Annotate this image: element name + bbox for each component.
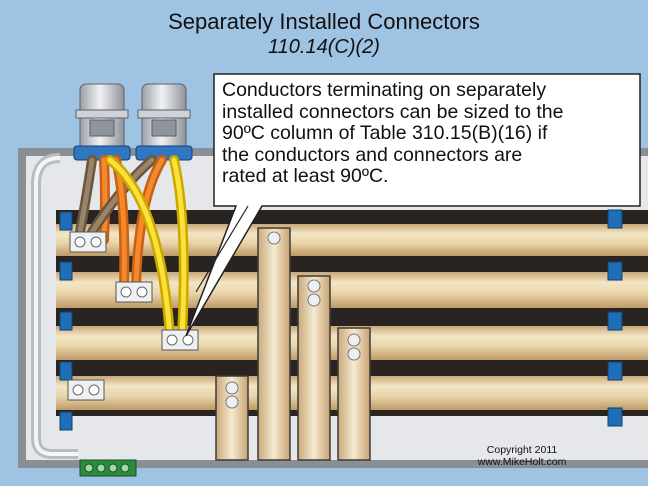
insulator	[59, 361, 73, 381]
connector-1	[69, 231, 107, 253]
page-title: Separately Installed Connectors	[168, 9, 480, 34]
vertical-bus-bar	[257, 227, 291, 461]
insulator	[607, 261, 623, 281]
insulator	[59, 411, 73, 431]
conductors	[75, 155, 189, 341]
callout-text: Conductors terminating on separately ins…	[222, 79, 638, 188]
copyright-line: Copyright 2011	[486, 444, 558, 456]
vertical-bus-bars	[215, 227, 371, 461]
insulator	[607, 407, 623, 427]
conduit-fitting-left	[73, 83, 131, 161]
connector-2	[115, 281, 153, 303]
callout-line: installed connectors can be sized to the	[222, 100, 564, 123]
callout-line: Conductors terminating on separately	[222, 79, 547, 101]
callout-line: 90ºC column of Table 310.15(B)(16) if	[222, 122, 548, 144]
copyright-notice: Copyright 2011 www.MikeHolt.com	[454, 444, 590, 468]
vertical-bus-bar	[297, 275, 331, 461]
horizontal-bus-bars	[56, 210, 648, 416]
callout-line: rated at least 90ºC.	[222, 165, 389, 187]
bus-insulators	[59, 209, 623, 431]
insulator	[607, 209, 623, 229]
callout-line: the conductors and connectors are	[222, 143, 523, 166]
ground-terminal-bar	[79, 459, 137, 477]
insulator	[607, 361, 623, 381]
callout-bubble	[185, 73, 641, 337]
code-reference: 110.14(C)(2)	[268, 36, 380, 58]
conduit-fitting-right	[135, 83, 193, 161]
insulator	[59, 211, 73, 231]
insulator	[59, 261, 73, 281]
bus-bar-face	[56, 272, 648, 308]
callout-pointer	[195, 205, 249, 293]
insulator	[59, 311, 73, 331]
copyright-url: www.MikeHolt.com	[477, 456, 567, 468]
connector-4	[67, 379, 105, 401]
connector-3	[161, 329, 199, 351]
insulator	[607, 311, 623, 331]
